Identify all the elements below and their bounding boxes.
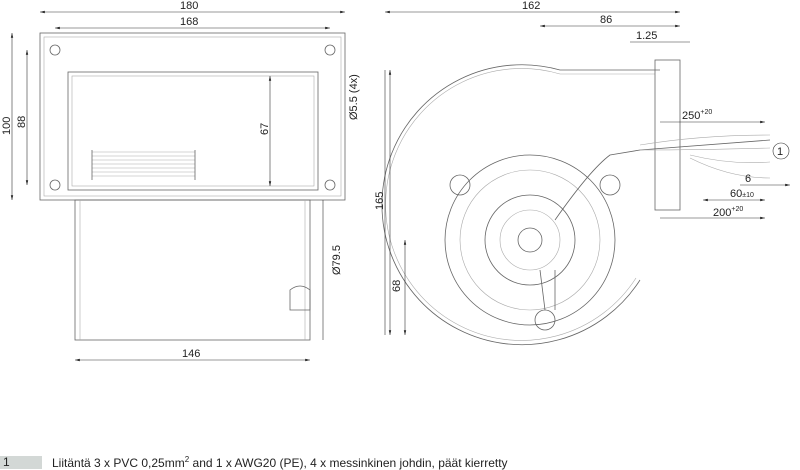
impeller-blades [91,150,196,180]
dim-cable-length: 250+20 [682,109,712,122]
scroll-housing [381,64,660,346]
caption-row: 1 Liitäntä 3 x PVC 0,25mm2 and 1 x AWG20… [0,455,800,470]
dim-cable-sheath: 200+20 [713,206,743,219]
inlet-ring [444,154,616,326]
dim-inlet-diameter: Ø79.5 [331,245,343,275]
dim-height-outer: 100 [1,117,13,135]
outlet-opening [67,71,319,191]
mount-boss [449,174,471,196]
dim-center-height: 68 [391,280,403,292]
dim-strip-length: 6 [745,173,751,185]
mounting-hole [49,44,61,56]
cable [554,139,771,221]
caption-text: Liitäntä 3 x PVC 0,25mm2 and 1 x AWG20 (… [52,455,508,470]
motor-hub [517,227,543,253]
mounting-hole [324,44,336,56]
side-flange [654,59,681,211]
front-view: 180 168 100 88 67 Ø5.5 (4x) Ø79.5 146 [1,0,360,362]
callout-circle [772,142,790,160]
dim-center-offset: 86 [600,14,612,26]
dim-hole-diameter: Ø5.5 (4x) [348,74,360,120]
dim-width-outer: 180 [180,0,198,12]
callout-number: 1 [777,146,783,158]
side-view: 162 86 1.25 165 68 250+20 6 60±10 200+20… [374,0,790,346]
mounting-hole [49,179,61,191]
dim-width-holes: 168 [180,16,198,28]
caption-number: 1 [0,456,42,469]
dim-total-width: 162 [522,0,540,12]
dim-wire-split: 60±10 [730,188,754,200]
mounting-flange [39,32,346,201]
motor [484,194,576,286]
dim-housing-width: 146 [182,348,200,360]
cable-gland [289,285,311,311]
mounting-hole [324,179,336,191]
mount-boss [599,174,621,196]
dim-total-height: 165 [374,192,386,210]
caption-superscript: 2 [184,455,190,464]
housing-body [74,199,311,341]
caption-text-part: and 1 x AWG20 (PE), 4 x messinkinen johd… [189,456,508,470]
mount-boss [534,309,556,331]
dim-outlet-height: 67 [259,123,271,135]
dim-height-holes: 88 [16,116,28,128]
wires [639,134,771,179]
dim-flange-thickness: 1.25 [636,30,657,42]
caption-text-part: Liitäntä 3 x PVC 0,25mm [52,456,185,470]
